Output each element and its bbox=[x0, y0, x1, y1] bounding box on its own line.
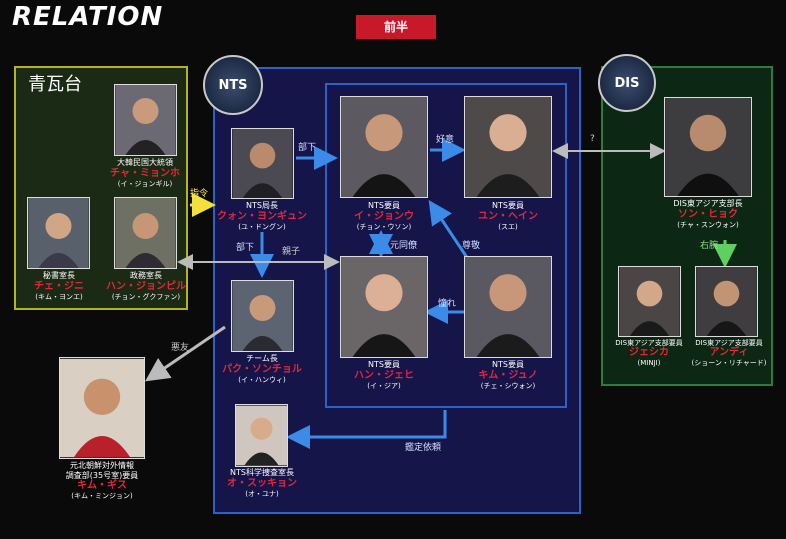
role-text: 大韓民国大統領 bbox=[117, 158, 173, 167]
card-yoon: NTS要員 ユン・ヘイン (スエ) bbox=[458, 201, 558, 231]
role-text: 元北朝鮮対外情報 調査部(35号室)要員 bbox=[65, 461, 139, 480]
actor-name: (チャ・スンウォン) bbox=[677, 220, 739, 229]
actor-name: (キム・ヨンエ) bbox=[35, 292, 83, 301]
card-kim-jn: NTS要員 キム・ジュノ (チェ・シウォン) bbox=[458, 360, 558, 390]
character-name: ユン・ヘイン bbox=[478, 210, 538, 222]
card-han-jh: NTS要員 ハン・ジェヒ (イ・ジア) bbox=[334, 360, 434, 390]
card-cha: 大韓民国大統領 チャ・ミョンホ (イ・ジョンギル) bbox=[95, 158, 195, 188]
role-text: 政務室長 bbox=[130, 271, 162, 280]
portrait-kim-jn bbox=[464, 256, 552, 358]
card-oh: NTS科学捜査室長 オ・スッキョン (オ・ユナ) bbox=[212, 468, 312, 498]
rel-right-hand: 右腕 bbox=[700, 241, 719, 251]
actor-name: (チョン・ウソン) bbox=[356, 222, 412, 231]
period-badge: 前半 bbox=[356, 15, 436, 39]
nts-logo: NTS bbox=[203, 55, 263, 115]
character-name: アンディ bbox=[709, 347, 749, 359]
rel-subordinate-2: 部下 bbox=[236, 243, 255, 253]
character-name: チャ・ミョンホ bbox=[110, 167, 180, 179]
character-name: チェ・ジニ bbox=[34, 280, 84, 292]
character-name: キム・ギス bbox=[77, 480, 127, 492]
role-text: NTS要員 bbox=[492, 360, 524, 369]
portrait-andy bbox=[695, 266, 758, 337]
card-kwon: NTS局長 クォン・ヨンギュン (ユ・ドングン) bbox=[212, 201, 312, 231]
portrait-kwon bbox=[231, 128, 294, 199]
role-text: 秘書室長 bbox=[43, 271, 75, 280]
card-park: チーム長 パク・ソンチョル (イ・ハンウィ) bbox=[212, 354, 312, 384]
portrait-yoon bbox=[464, 96, 552, 198]
card-chae: 秘書室長 チェ・ジニ (キム・ヨンエ) bbox=[14, 271, 104, 301]
portrait-oh bbox=[235, 404, 288, 467]
rel-admire: 憧れ bbox=[438, 299, 457, 309]
actor-name: (チョン・グクファン) bbox=[111, 292, 181, 301]
character-name: ハン・ジェヒ bbox=[354, 369, 414, 381]
actor-name: (イ・ジア) bbox=[367, 381, 401, 390]
actor-name: (キム・ミンジョン) bbox=[71, 492, 133, 501]
role-text: チーム長 bbox=[246, 354, 278, 363]
role-text: DIS東アジア支部要員 bbox=[615, 339, 683, 347]
portrait-han-jh bbox=[340, 256, 428, 358]
nts-agents-box bbox=[325, 83, 567, 408]
dis-logo: DIS bbox=[598, 54, 656, 112]
rel-parent-child: 親子 bbox=[282, 247, 301, 257]
portrait-chae bbox=[27, 197, 90, 269]
card-son: DIS東アジア支部長 ソン・ヒョク (チャ・スンウォン) bbox=[653, 199, 763, 229]
actor-name: (イ・ハンウィ) bbox=[238, 375, 286, 384]
actor-name: (オ・ユナ) bbox=[245, 489, 279, 498]
role-text: NTS局長 bbox=[246, 201, 278, 210]
blue-house-label: 青瓦台 bbox=[28, 74, 82, 95]
card-jessica: DIS東アジア支部要員 ジェシカ (MINJI) bbox=[606, 339, 692, 368]
portrait-son bbox=[664, 97, 752, 197]
rel-former-colleague: 元同僚 bbox=[390, 241, 418, 251]
actor-name: (MINJI) bbox=[637, 359, 661, 368]
portrait-park bbox=[231, 280, 294, 352]
portrait-han-joo bbox=[114, 197, 177, 269]
character-name: ソン・ヒョク bbox=[678, 208, 738, 220]
character-name: ハン・ジョンピル bbox=[106, 280, 186, 292]
role-text: NTS要員 bbox=[368, 360, 400, 369]
role-text: NTS要員 bbox=[492, 201, 524, 210]
actor-name: (イ・ジョンギル) bbox=[117, 179, 173, 188]
portrait-cha bbox=[114, 84, 177, 156]
rel-respect: 尊敬 bbox=[462, 241, 481, 251]
rel-analysis-request: 鑑定依頼 bbox=[405, 443, 442, 453]
actor-name: (ユ・ドングン) bbox=[238, 222, 286, 231]
actor-name: (ショーン・リチャード) bbox=[691, 359, 767, 368]
page-title: RELATION bbox=[12, 2, 164, 32]
card-han-joo: 政務室長 ハン・ジョンピル (チョン・グクファン) bbox=[100, 271, 192, 301]
character-name: オ・スッキョン bbox=[227, 477, 297, 489]
character-name: イ・ジョンウ bbox=[354, 210, 414, 222]
role-text: DIS東アジア支部長 bbox=[673, 199, 743, 208]
card-lee: NTS要員 イ・ジョンウ (チョン・ウソン) bbox=[334, 201, 434, 231]
card-andy: DIS東アジア支部要員 アンディ (ショーン・リチャード) bbox=[686, 339, 772, 368]
character-name: ジェシカ bbox=[629, 347, 669, 359]
rel-bad-friend: 悪友 bbox=[171, 343, 190, 353]
card-kim-gisu: 元北朝鮮対外情報 調査部(35号室)要員 キム・ギス (キム・ミンジョン) bbox=[50, 461, 154, 501]
actor-name: (チェ・シウォン) bbox=[480, 381, 536, 390]
role-text: NTS要員 bbox=[368, 201, 400, 210]
portrait-kim-gisu bbox=[59, 357, 145, 459]
rel-order: 指令 bbox=[190, 189, 209, 199]
role-text: DIS東アジア支部要員 bbox=[695, 339, 763, 347]
role-text: NTS科学捜査室長 bbox=[230, 468, 294, 477]
character-name: クォン・ヨンギュン bbox=[217, 210, 307, 222]
rel-unknown: ? bbox=[590, 134, 595, 144]
character-name: キム・ジュノ bbox=[478, 369, 538, 381]
portrait-jessica bbox=[618, 266, 681, 337]
rel-crush: 好意 bbox=[436, 135, 455, 145]
character-name: パク・ソンチョル bbox=[222, 363, 302, 375]
portrait-lee bbox=[340, 96, 428, 198]
rel-subordinate-1: 部下 bbox=[298, 143, 317, 153]
actor-name: (スエ) bbox=[498, 222, 518, 231]
